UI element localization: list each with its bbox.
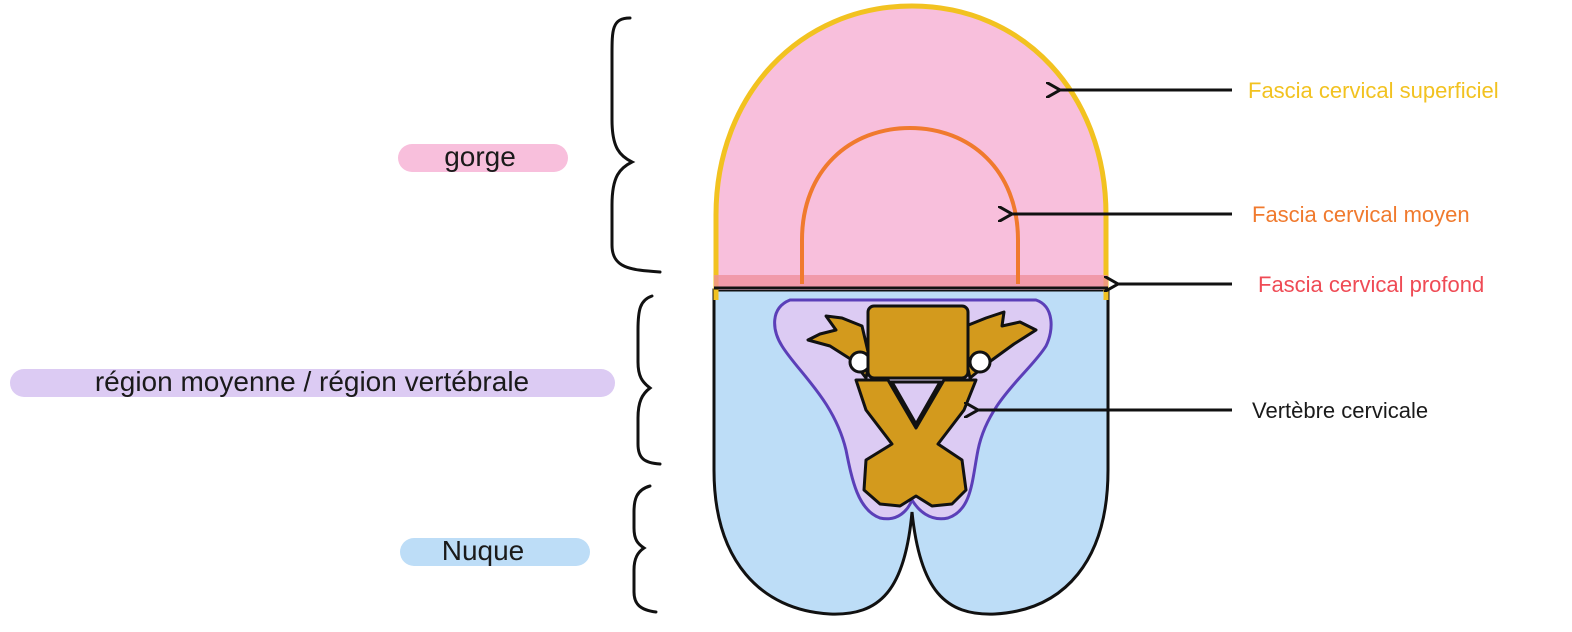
region-label-middle: région moyenne / région vertébrale [10,366,615,397]
nuque-label: Nuque [442,535,525,566]
fascia-profond-band [714,275,1108,287]
label-fascia-superficiel: Fascia cervical superficiel [1248,78,1499,103]
label-fascia-moyen: Fascia cervical moyen [1252,202,1470,227]
label-fascia-profond: Fascia cervical profond [1258,272,1484,297]
region-label-gorge: gorge [398,141,568,172]
middle-region-label: région moyenne / région vertébrale [95,366,529,397]
gorge-area [714,4,1108,290]
brace-gorge [612,18,660,272]
label-vertebre-cervicale: Vertèbre cervicale [1252,398,1428,423]
vertebra-body [868,306,968,378]
gorge-label: gorge [444,141,516,172]
brace-nuque [634,486,656,612]
region-label-nuque: Nuque [400,535,590,566]
brace-middle [638,296,660,464]
vertebra-right-foramen [970,352,990,372]
